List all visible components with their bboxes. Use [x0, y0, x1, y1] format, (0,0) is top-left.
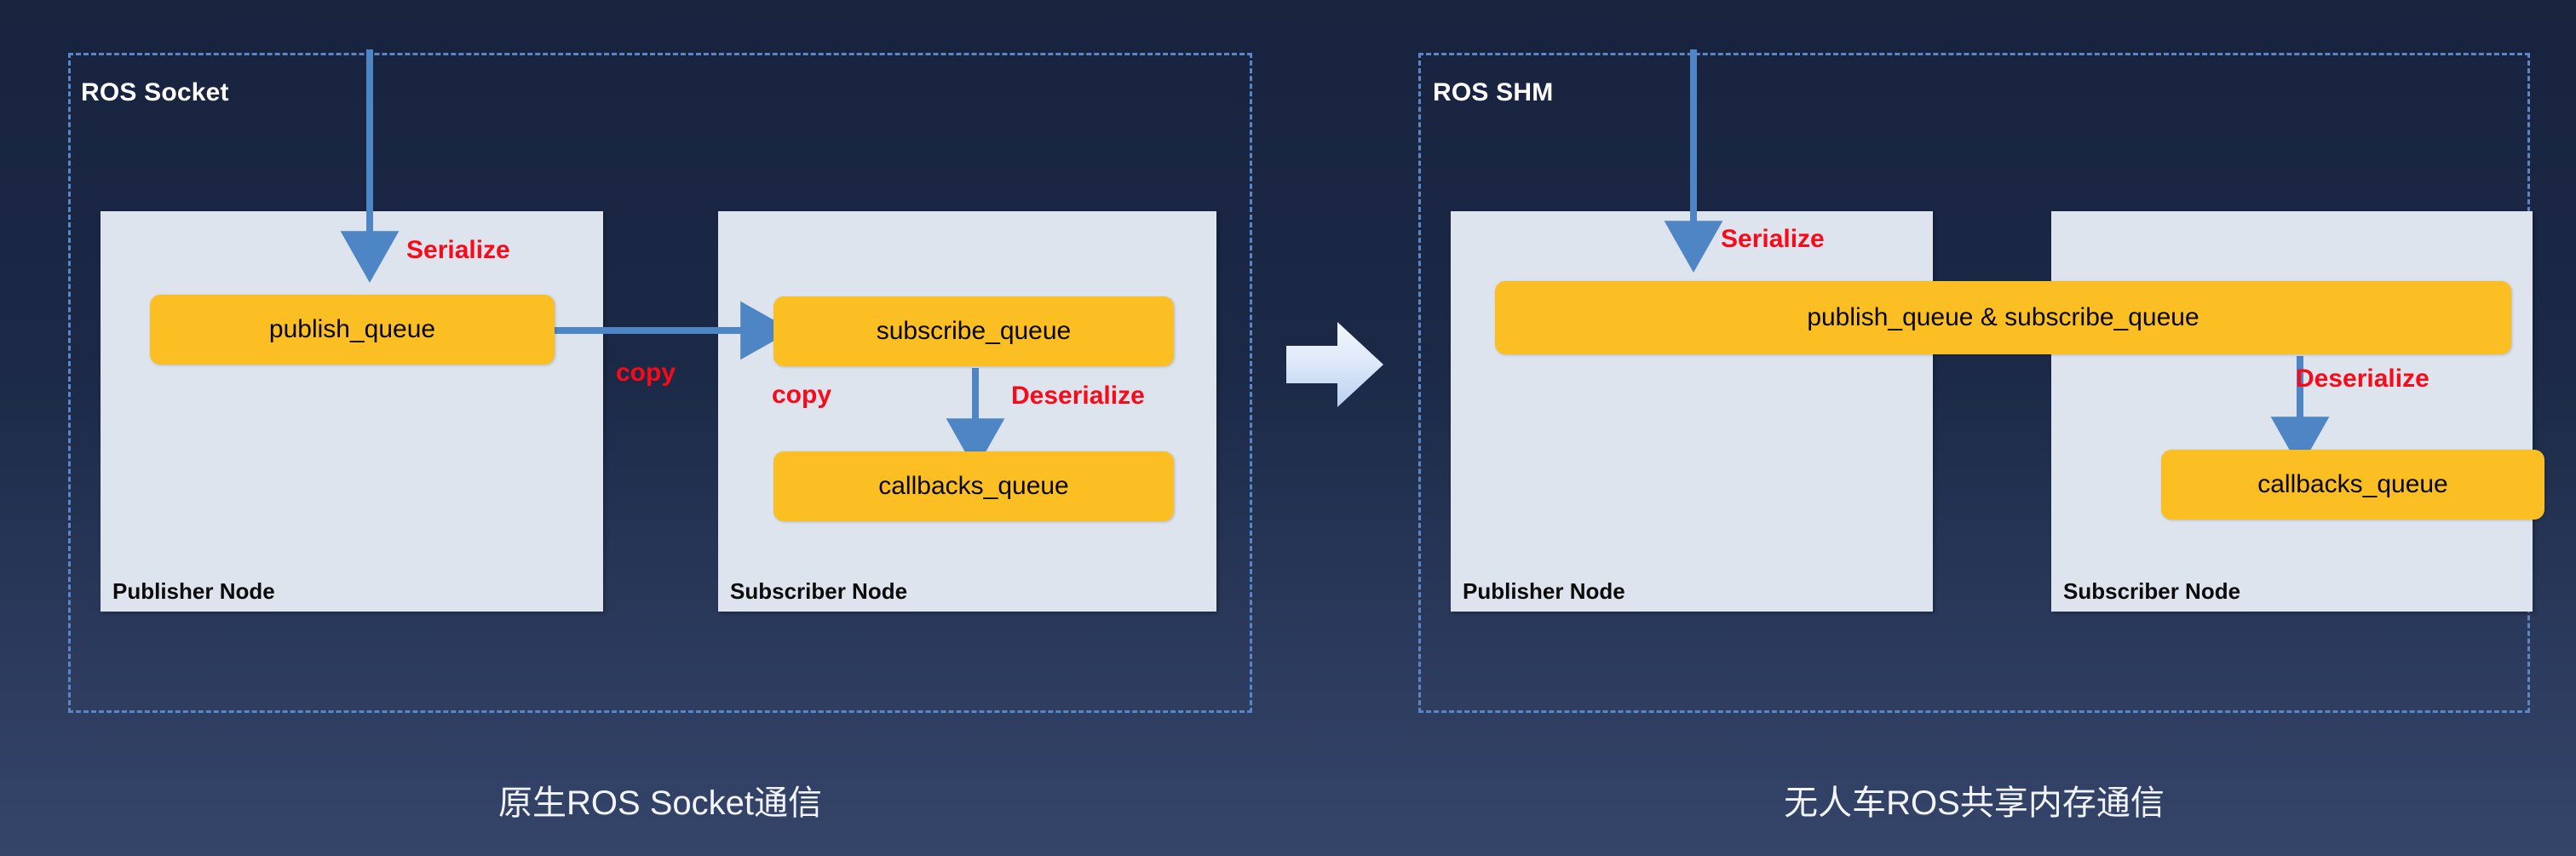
caption-ros-socket: 原生ROS Socket通信: [497, 784, 823, 822]
publisher-node-label: Publisher Node: [112, 578, 275, 604]
subscriber-node-label: Subscriber Node: [730, 578, 908, 604]
panel-title-ros-shm: ROS SHM: [1433, 78, 1554, 106]
panel-title-ros-socket: ROS Socket: [81, 78, 229, 106]
serialize-label-socket: Serialize: [406, 236, 510, 264]
publisher-node-socket: Publisher Node: [101, 211, 603, 612]
publisher-node-label-shm: Publisher Node: [1463, 578, 1625, 604]
caption-ros-shm: 无人车ROS共享内存通信: [1784, 784, 2165, 822]
subscribe-queue-pill[interactable]: subscribe_queue: [773, 296, 1174, 366]
publisher-node-shm: Publisher Node: [1451, 211, 1933, 612]
callbacks-queue-pill-shm[interactable]: callbacks_queue: [2161, 450, 2544, 520]
deserialize-label-socket: Deserialize: [1011, 382, 1145, 410]
callbacks-queue-pill-socket[interactable]: callbacks_queue: [773, 451, 1174, 521]
copy-label-right: copy: [772, 381, 832, 409]
copy-label-left: copy: [616, 359, 676, 387]
subscriber-node-socket: Subscriber Node: [718, 211, 1216, 612]
serialize-label-shm: Serialize: [1721, 225, 1825, 253]
subscriber-node-label-shm: Subscriber Node: [2063, 578, 2241, 604]
transition-arrow: [1286, 322, 1383, 407]
shared-queue-pill[interactable]: publish_queue & subscribe_queue: [1495, 281, 2511, 354]
subscriber-node-shm: Subscriber Node: [2051, 211, 2533, 612]
deserialize-label-shm: Deserialize: [2296, 365, 2429, 393]
panel-ros-socket: [68, 53, 1252, 713]
publish-queue-pill[interactable]: publish_queue: [150, 295, 555, 365]
